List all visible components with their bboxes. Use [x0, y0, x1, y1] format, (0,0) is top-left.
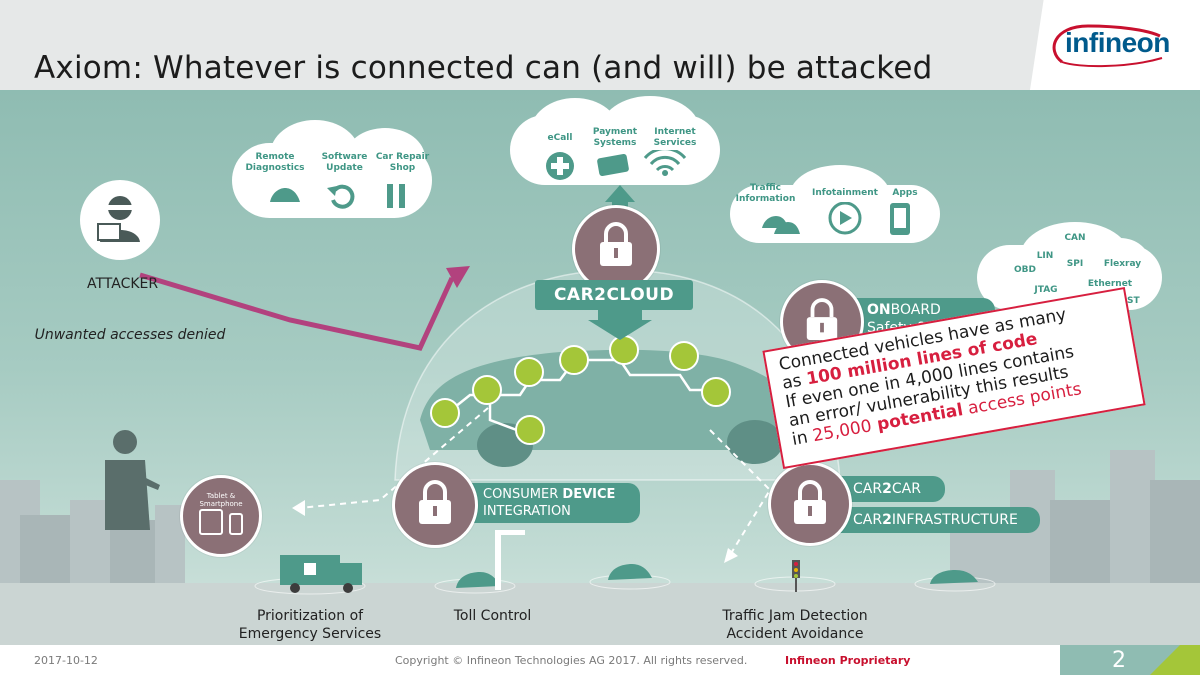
ecall-label: eCall: [547, 133, 573, 143]
building: [1050, 500, 1110, 585]
protocol-ethernet: Ethernet: [1087, 279, 1133, 289]
car2infra-b: 2: [882, 512, 892, 528]
protocol-lin: LIN: [1036, 251, 1054, 261]
onboard-rest: BOARD: [890, 302, 941, 318]
logo-area: [1030, 0, 1200, 90]
wifi-icon: [662, 170, 669, 176]
lock-icon: [419, 480, 451, 524]
lock-icon: [806, 298, 838, 340]
mid-cloud-icons: [762, 202, 910, 235]
consumer-line1b: DEVICE: [562, 487, 616, 502]
car2car-a: CAR: [853, 481, 883, 497]
consumer-line2: INTEGRATION: [483, 504, 571, 519]
car2cloud-label: CAR2CLOUD: [535, 280, 693, 310]
top-cloud-icons: [546, 150, 687, 180]
unwanted-access-note: Unwanted accesses denied: [34, 327, 226, 343]
car2infra-c: INFRASTRUCTURE: [891, 512, 1018, 528]
building: [1110, 450, 1155, 585]
software-update-label: Software Update: [321, 152, 368, 173]
car2infrastructure-tag: CAR2INFRASTRUCTURE: [835, 507, 1040, 533]
cloud-puff: [1090, 238, 1150, 288]
refresh-icon: [331, 184, 355, 209]
internet-services-label: Internet Services: [653, 127, 697, 148]
building: [1150, 480, 1200, 585]
left-cloud-icons: [270, 184, 405, 209]
car2car-tag: CAR2CAR: [835, 476, 945, 502]
car2car-b: 2: [882, 481, 892, 497]
tablet-smartphone-label: Tablet & Smartphone: [199, 492, 243, 508]
cloud-puff: [345, 128, 425, 188]
protocol-can: CAN: [1064, 233, 1086, 243]
attacker-icon: [80, 180, 160, 260]
page-number: 2: [1112, 648, 1126, 673]
traffic-information-label: Traffic Information: [735, 183, 796, 204]
toll-control-label: Toll Control: [453, 608, 532, 624]
car-repair-shop-label: Car Repair Shop: [375, 152, 430, 173]
payment-systems-label: Payment Systems: [592, 127, 638, 148]
traffic-jam-label: Traffic Jam Detection Accident Avoidance: [722, 608, 868, 642]
wrench-icon: [387, 184, 393, 208]
consumer-device-tag: CONSUMER DEVICE INTEGRATION: [455, 483, 640, 523]
infineon-logo: [1052, 24, 1163, 68]
apps-label: Apps: [892, 188, 918, 198]
building: [20, 515, 75, 585]
onboard-bold: ON: [867, 302, 891, 318]
footer-proprietary: Infineon Proprietary: [785, 654, 911, 667]
lock-icon: [600, 222, 632, 266]
car2infra-a: CAR: [853, 512, 883, 528]
title-bar: [0, 0, 1200, 90]
tablet-phone-icon: [199, 509, 243, 535]
credit-card-icon: [597, 154, 629, 176]
protocol-spi: SPI: [1066, 259, 1084, 269]
footer: [0, 645, 1200, 675]
protocol-jtag: JTAG: [1034, 285, 1058, 295]
scene-graphics: [105, 185, 996, 595]
building: [110, 520, 160, 585]
page-title: Axiom: Whatever is connected can (and wi…: [34, 50, 933, 86]
attacker-label: ATTACKER: [87, 276, 159, 292]
car-icon: [270, 188, 300, 202]
footer-copyright: Copyright © Infineon Technologies AG 201…: [395, 654, 748, 667]
emergency-services-label: Prioritization of Emergency Services: [238, 608, 382, 642]
protocol-flexray: Flexray: [1103, 259, 1142, 269]
footer-date: 2017-10-12: [34, 654, 98, 667]
car2car-c: CAR: [891, 481, 921, 497]
consumer-lock: [392, 462, 478, 548]
road: [0, 583, 1200, 645]
remote-diagnostics-label: Remote Diagnostics: [245, 152, 305, 173]
play-icon: [828, 202, 862, 235]
infotainment-label: Infotainment: [812, 188, 878, 198]
logo-text: infineon: [1065, 27, 1170, 58]
lock-icon: [794, 480, 826, 524]
consumer-line1a: CONSUMER: [483, 487, 563, 502]
protocol-obd: OBD: [1014, 265, 1036, 275]
